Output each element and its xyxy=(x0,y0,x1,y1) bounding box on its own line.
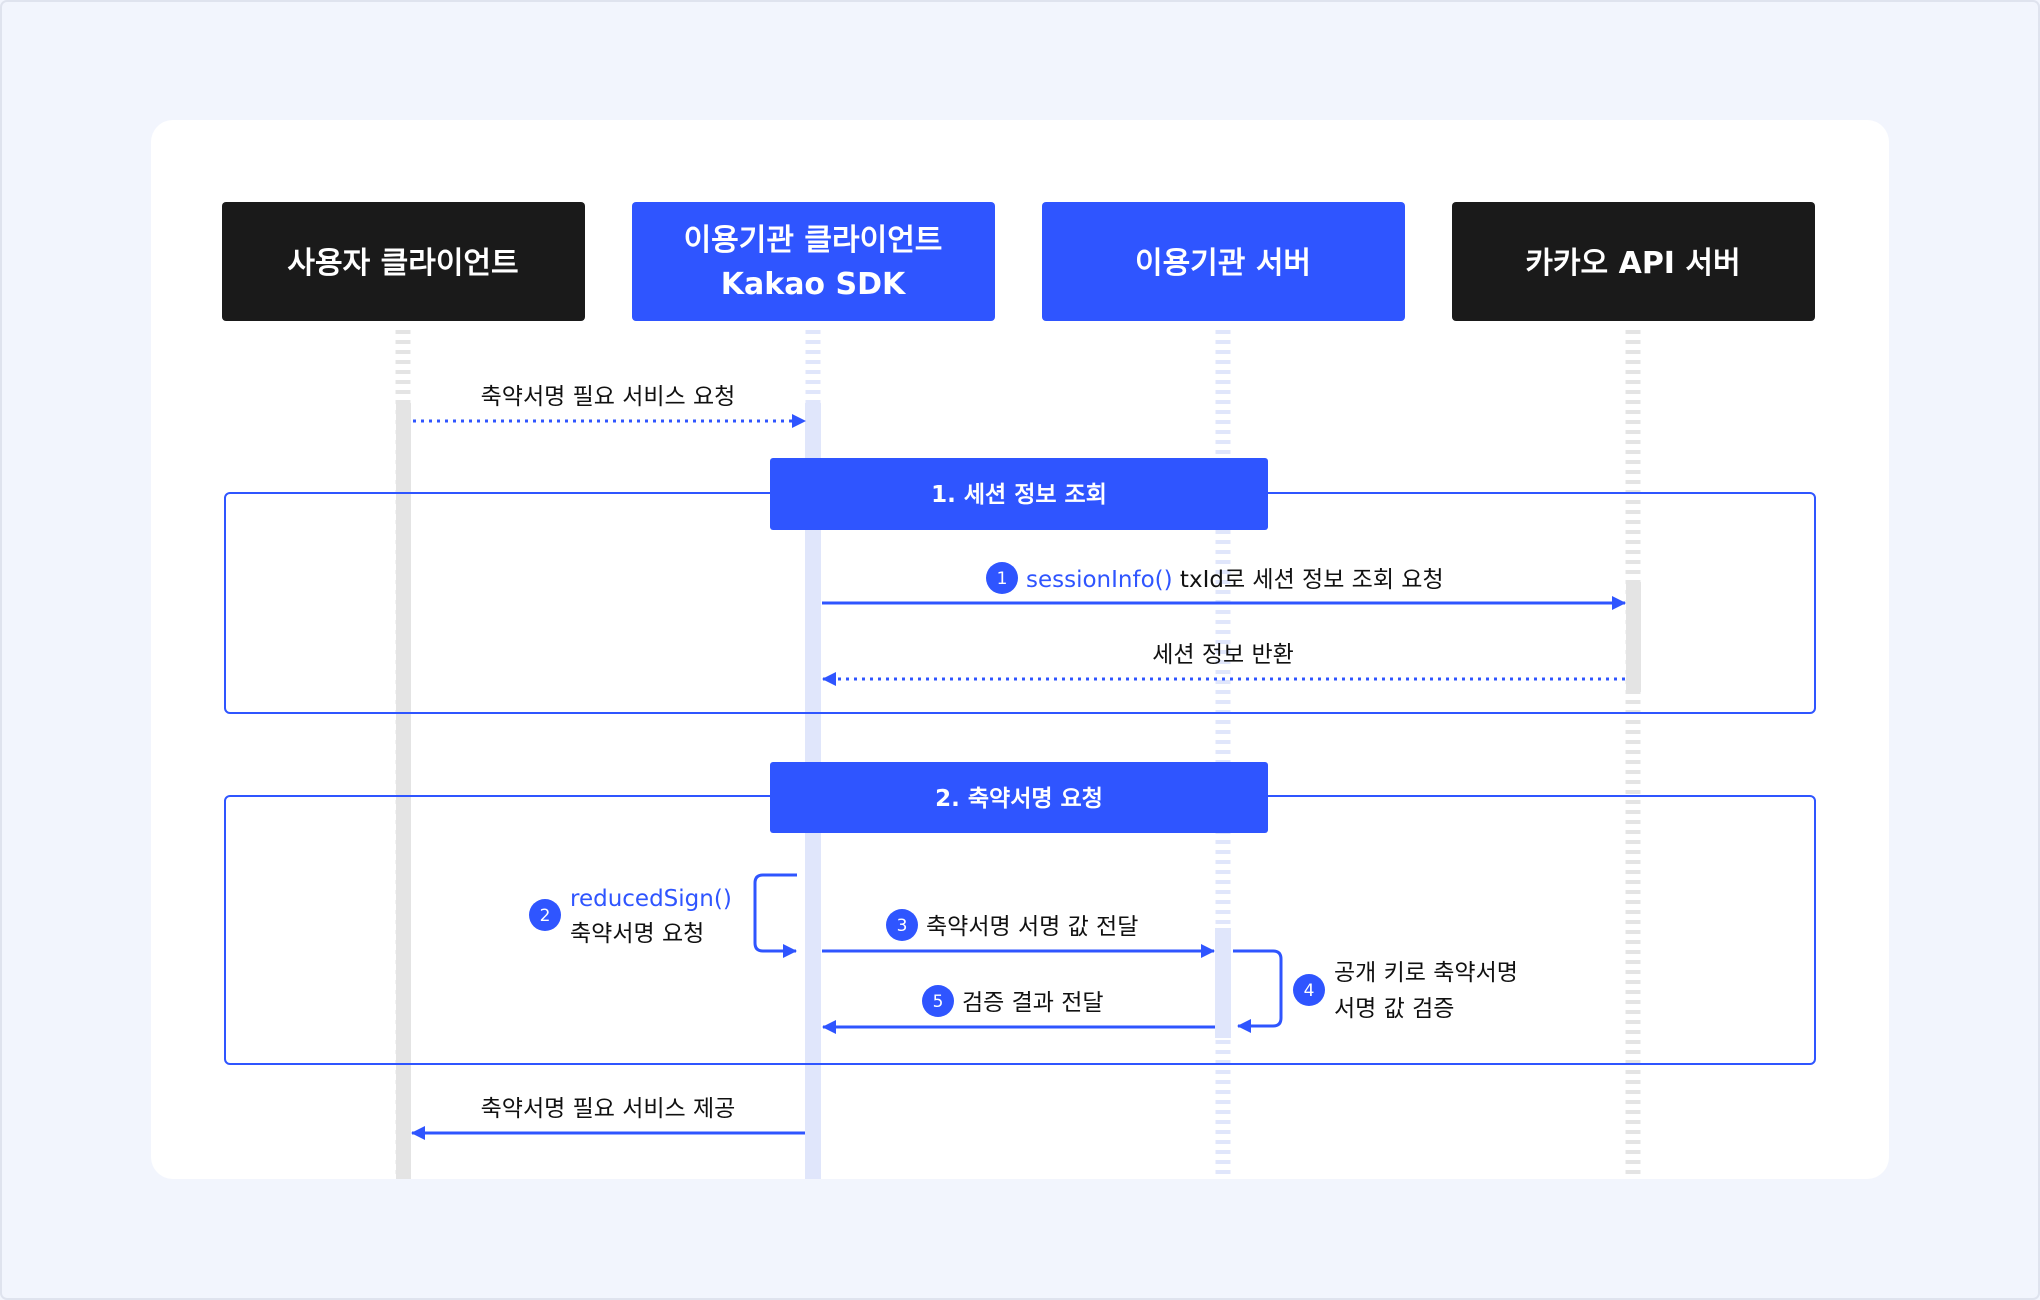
diagram-card xyxy=(151,120,1889,1179)
participant-label: 이용기관 클라이언트 xyxy=(684,223,943,258)
step-badge-number: 3 xyxy=(897,916,908,936)
participant-kakao: 카카오 API 서버 xyxy=(1452,202,1815,321)
participant-label: 카카오 API 서버 xyxy=(1525,246,1740,281)
step-badge-1 xyxy=(986,562,1018,594)
step-badge-number: 2 xyxy=(540,906,551,926)
message-verify-line1: 공개 키로 축약서명 xyxy=(1334,960,1518,986)
group-sign-label-box xyxy=(770,762,1268,833)
message-provide-service: 축약서명 필요 서비스 제공 xyxy=(481,1096,736,1122)
participant-sdk: 이용기관 클라이언트 Kakao SDK xyxy=(632,202,995,321)
participant-server: 이용기관 서버 xyxy=(1042,202,1405,321)
activation-server xyxy=(1215,928,1231,1038)
message-session-info: sessionInfo() txId로 세션 정보 조회 요청 xyxy=(1026,567,1444,593)
message-reduced-sign: 축약서명 요청 xyxy=(570,921,704,947)
step-badge-2 xyxy=(529,899,561,931)
group-session-label-box xyxy=(770,458,1268,530)
step-badge-number: 4 xyxy=(1304,981,1315,1001)
activation-user xyxy=(396,403,411,1179)
message-send-signature: 축약서명 서명 값 전달 xyxy=(926,914,1138,940)
arrow-self-reduced-sign xyxy=(753,873,797,958)
message-verify-line2: 서명 값 검증 xyxy=(1334,996,1454,1022)
step-badge-4 xyxy=(1293,974,1325,1006)
step-badge-number: 5 xyxy=(933,992,944,1012)
message-text: txId로 세션 정보 조회 요청 xyxy=(1173,567,1444,593)
arrow-self-verify xyxy=(1233,949,1283,1033)
step-badge-5 xyxy=(922,985,954,1017)
participant-label: 이용기관 서버 xyxy=(1135,246,1311,281)
message-verify-result: 검증 결과 전달 xyxy=(962,990,1104,1016)
participant-label: 사용자 클라이언트 xyxy=(287,246,518,281)
step-badge-number: 1 xyxy=(997,569,1008,589)
participant-sublabel: Kakao SDK xyxy=(721,267,907,302)
message-request-service: 축약서명 필요 서비스 요청 xyxy=(481,384,736,410)
activation-kakao xyxy=(1626,582,1641,692)
group-sign-label: 2. 축약서명 요청 xyxy=(935,786,1103,812)
message-session-return: 세션 정보 반환 xyxy=(1152,642,1294,668)
group-session-label: 1. 세션 정보 조회 xyxy=(931,482,1107,508)
participant-user: 사용자 클라이언트 xyxy=(222,202,585,321)
function-name: sessionInfo() xyxy=(1026,567,1173,593)
function-name-reduced-sign: reducedSign() xyxy=(570,886,732,912)
step-badge-3 xyxy=(886,909,918,941)
